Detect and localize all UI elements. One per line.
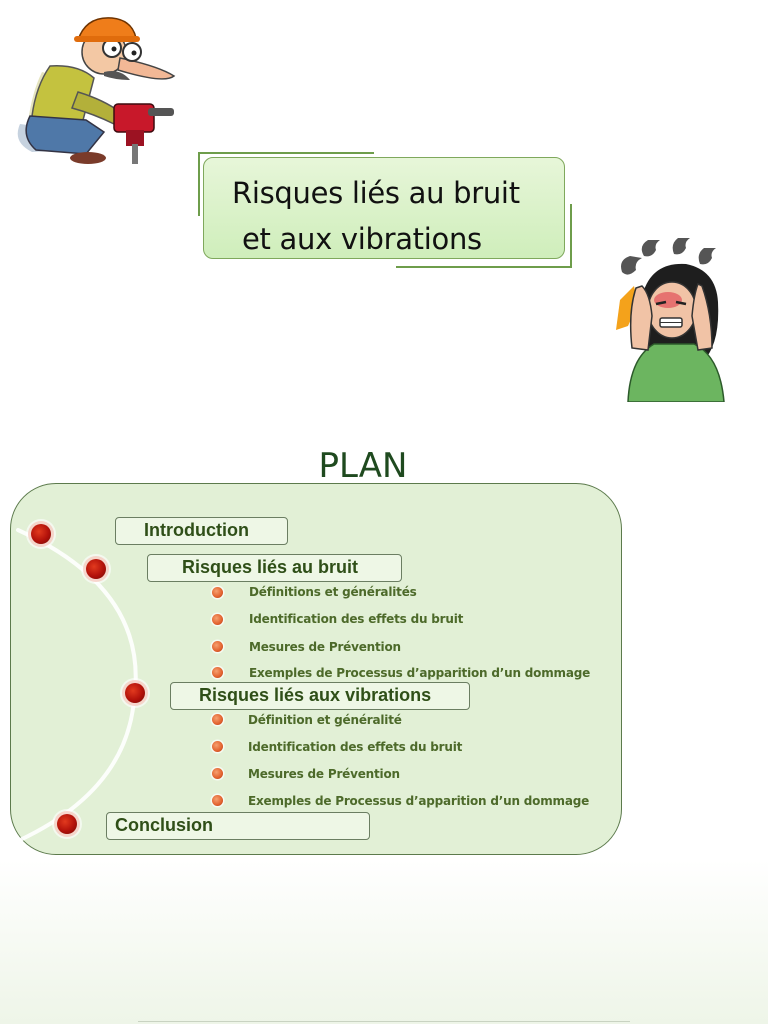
section-noise-risks[interactable]: Risques liés au bruit — [147, 554, 402, 582]
introduction-bullet-icon — [31, 524, 51, 544]
noise-item-bullet-icon — [212, 587, 223, 598]
title-line-1: Risques liés au bruit — [232, 176, 520, 210]
section-conclusion[interactable]: Conclusion — [106, 812, 370, 840]
vibration-risks-bullet-icon — [125, 683, 145, 703]
noise-risks-bullet-icon — [86, 559, 106, 579]
noise-item-definitions[interactable]: Définitions et généralités — [249, 585, 417, 599]
section-noise-risks-label: Risques liés au bruit — [182, 557, 359, 577]
noise-item-examples[interactable]: Exemples de Processus d’apparition d’un … — [249, 666, 591, 680]
title-line-2: et aux vibrations — [242, 222, 482, 256]
bottom-divider — [138, 1021, 630, 1022]
section-introduction-label: Introduction — [144, 520, 249, 540]
section-vibration-risks[interactable]: Risques liés aux vibrations — [170, 682, 470, 710]
section-vibration-risks-label: Risques liés aux vibrations — [199, 685, 432, 705]
noise-item-effects[interactable]: Identification des effets du bruit — [249, 612, 464, 626]
vibration-item-examples[interactable]: Exemples de Processus d’apparition d’un … — [248, 794, 590, 808]
noise-item-prevention[interactable]: Mesures de Prévention — [249, 640, 401, 654]
vibration-item-effects[interactable]: Identification des effets du bruit — [248, 740, 463, 754]
plan-heading: PLAN — [318, 446, 408, 486]
vibration-item-bullet-icon — [212, 768, 223, 779]
section-introduction[interactable]: Introduction — [115, 517, 288, 545]
noise-item-bullet-icon — [212, 667, 223, 678]
title-box: Risques liés au bruit et aux vibrations — [203, 157, 565, 259]
vibration-item-definition[interactable]: Définition et généralité — [248, 713, 402, 727]
woman-covering-ears-illustration — [616, 238, 725, 402]
noise-item-bullet-icon — [212, 641, 223, 652]
conclusion-bullet-icon — [57, 814, 77, 834]
noise-item-bullet-icon — [212, 614, 223, 625]
vibration-item-bullet-icon — [212, 741, 223, 752]
vibration-item-bullet-icon — [212, 795, 223, 806]
jackhammer-worker-illustration — [17, 17, 176, 164]
title-frame-bottom-right — [396, 204, 572, 268]
title-frame-top-left — [198, 152, 374, 216]
vibration-item-bullet-icon — [212, 714, 223, 725]
section-conclusion-label: Conclusion — [115, 815, 213, 835]
vibration-item-prevention[interactable]: Mesures de Prévention — [248, 767, 400, 781]
